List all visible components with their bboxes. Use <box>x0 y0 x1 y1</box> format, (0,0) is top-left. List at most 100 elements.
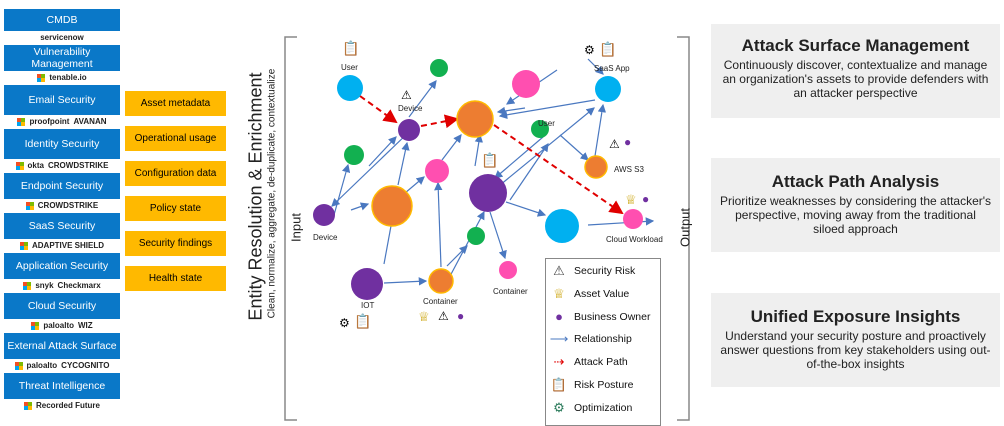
attack-path <box>359 95 624 215</box>
label-saas-app: SaaS App <box>594 64 630 73</box>
green-node <box>430 59 448 77</box>
source-logos-vuln: tenable.io <box>4 72 120 83</box>
legend-item: ⇢ Attack Path <box>550 354 628 370</box>
input-bracket <box>284 36 297 421</box>
vendor-logo: ADAPTIVE SHIELD <box>31 241 104 250</box>
risk-posture-icon: 📋 <box>481 152 499 168</box>
label-device1: Device <box>398 104 423 113</box>
label-user1: User <box>341 63 358 72</box>
source-logos-saas: ADAPTIVE SHIELD <box>4 240 120 251</box>
attack-path-icon: ⇢ <box>553 354 565 370</box>
panel-body: Prioritize weaknesses by considering the… <box>719 194 992 236</box>
security-risk-icon: ⚠ <box>401 88 412 102</box>
windows-logo-icon <box>19 241 28 250</box>
panel-attack-surface-management: Attack Surface Management Continuously d… <box>711 24 1000 118</box>
vendor-logo: Recorded Future <box>35 401 100 410</box>
data-tag: Configuration data <box>125 161 226 186</box>
panel-unified-exposure-insights: Unified Exposure Insights Understand you… <box>711 293 1000 387</box>
cloud-node <box>545 209 579 243</box>
pink-node <box>512 70 540 98</box>
legend-label: Optimization <box>574 401 633 414</box>
vendor-logo: CYCOGNITO <box>61 361 110 370</box>
source-logos-cloud: paloalto WIZ <box>4 320 120 331</box>
windows-logo-icon <box>25 201 34 210</box>
source-app: Application Security <box>4 253 120 279</box>
pink-node <box>425 159 449 183</box>
windows-logo-icon <box>31 321 40 330</box>
legend-label: Relationship <box>574 333 632 346</box>
source-email: Email Security <box>4 85 120 115</box>
source-eas: External Attack Surface <box>4 333 120 359</box>
vendor-logo: paloalto <box>43 321 74 330</box>
green-node <box>467 227 485 245</box>
label-user2: User <box>538 119 555 128</box>
vendor-logo: proofpoint <box>29 117 70 126</box>
windows-logo-icon <box>37 73 46 82</box>
legend-item: 📋 Risk Posture <box>550 377 634 393</box>
source-endpoint: Endpoint Security <box>4 173 120 199</box>
vendor-logo: snyk <box>35 281 54 290</box>
optimization-icon: ⚙ <box>584 43 595 57</box>
green-node <box>531 120 549 138</box>
legend-label: Asset Value <box>574 287 630 300</box>
source-logos-cmdb: servicenow <box>4 32 120 43</box>
risk-posture-icon: 📋 <box>354 313 372 329</box>
data-tag: Policy state <box>125 196 226 221</box>
data-tag: Security findings <box>125 231 226 256</box>
legend-item: ⚠Security Risk <box>550 263 635 279</box>
business-owner-icon: ● <box>624 135 632 149</box>
label-cloud-workload: Cloud Workload <box>606 235 663 244</box>
user1-node <box>337 75 363 101</box>
vendor-logo: Checkmarx <box>57 281 101 290</box>
source-cmdb: CMDB <box>4 9 120 31</box>
business-owner-icon: ● <box>642 192 650 206</box>
legend-label: Attack Path <box>574 356 628 369</box>
vendor-logo: CROWDSTRIKE <box>37 201 99 210</box>
green-node <box>344 145 364 165</box>
vendor-logo: tenable.io <box>49 73 87 82</box>
windows-logo-icon <box>17 117 26 126</box>
data-tag: Health state <box>125 266 226 291</box>
panel-attack-path-analysis: Attack Path Analysis Prioritize weakness… <box>711 158 1000 252</box>
business-owner-icon: ● <box>457 309 465 323</box>
label-aws-s3: AWS S3 <box>614 165 644 174</box>
relationship-edges <box>331 58 655 286</box>
source-logos-endpoint: CROWDSTRIKE <box>4 200 120 211</box>
workload-node <box>623 209 643 229</box>
source-saas: SaaS Security <box>4 213 120 239</box>
risk-posture-icon: 📋 <box>599 41 617 57</box>
legend: ⚠Security Risk♕Asset Value●Business Owne… <box>545 258 661 426</box>
risk-posture-icon: 📋 <box>342 40 360 56</box>
optimization-icon: ⚙ <box>339 316 350 330</box>
output-bracket <box>677 36 690 421</box>
windows-logo-icon <box>23 281 32 290</box>
windows-logo-icon <box>23 401 32 410</box>
panel-body: Understand your security posture and pro… <box>720 329 991 371</box>
container1-node <box>428 268 454 294</box>
vendor-logo: WIZ <box>78 321 93 330</box>
saas-node <box>595 76 621 102</box>
business-owner-icon: ● <box>555 309 563 325</box>
legend-item: ♕Asset Value <box>550 286 629 302</box>
label-container2: Container <box>493 287 528 296</box>
label-device2: Device <box>313 233 338 242</box>
data-tag: Asset metadata <box>125 91 226 116</box>
source-ti: Threat Intelligence <box>4 373 120 399</box>
source-vuln: Vulnerability Management <box>4 45 120 71</box>
asset-value-icon: ♕ <box>625 192 637 207</box>
vendor-logo: CROWDSTRIKE <box>48 161 109 170</box>
legend-label: Risk Posture <box>574 379 634 391</box>
iot-node <box>351 268 383 300</box>
risk-posture-icon: 📋 <box>550 377 568 392</box>
legend-item: ⟶Relationship <box>550 331 632 347</box>
hub-node <box>456 100 494 138</box>
device2-node <box>313 204 335 226</box>
container2-node <box>499 261 517 279</box>
windows-logo-icon <box>15 161 24 170</box>
asset-value-icon: ♕ <box>418 309 430 324</box>
panel-title: Attack Surface Management <box>741 36 970 55</box>
